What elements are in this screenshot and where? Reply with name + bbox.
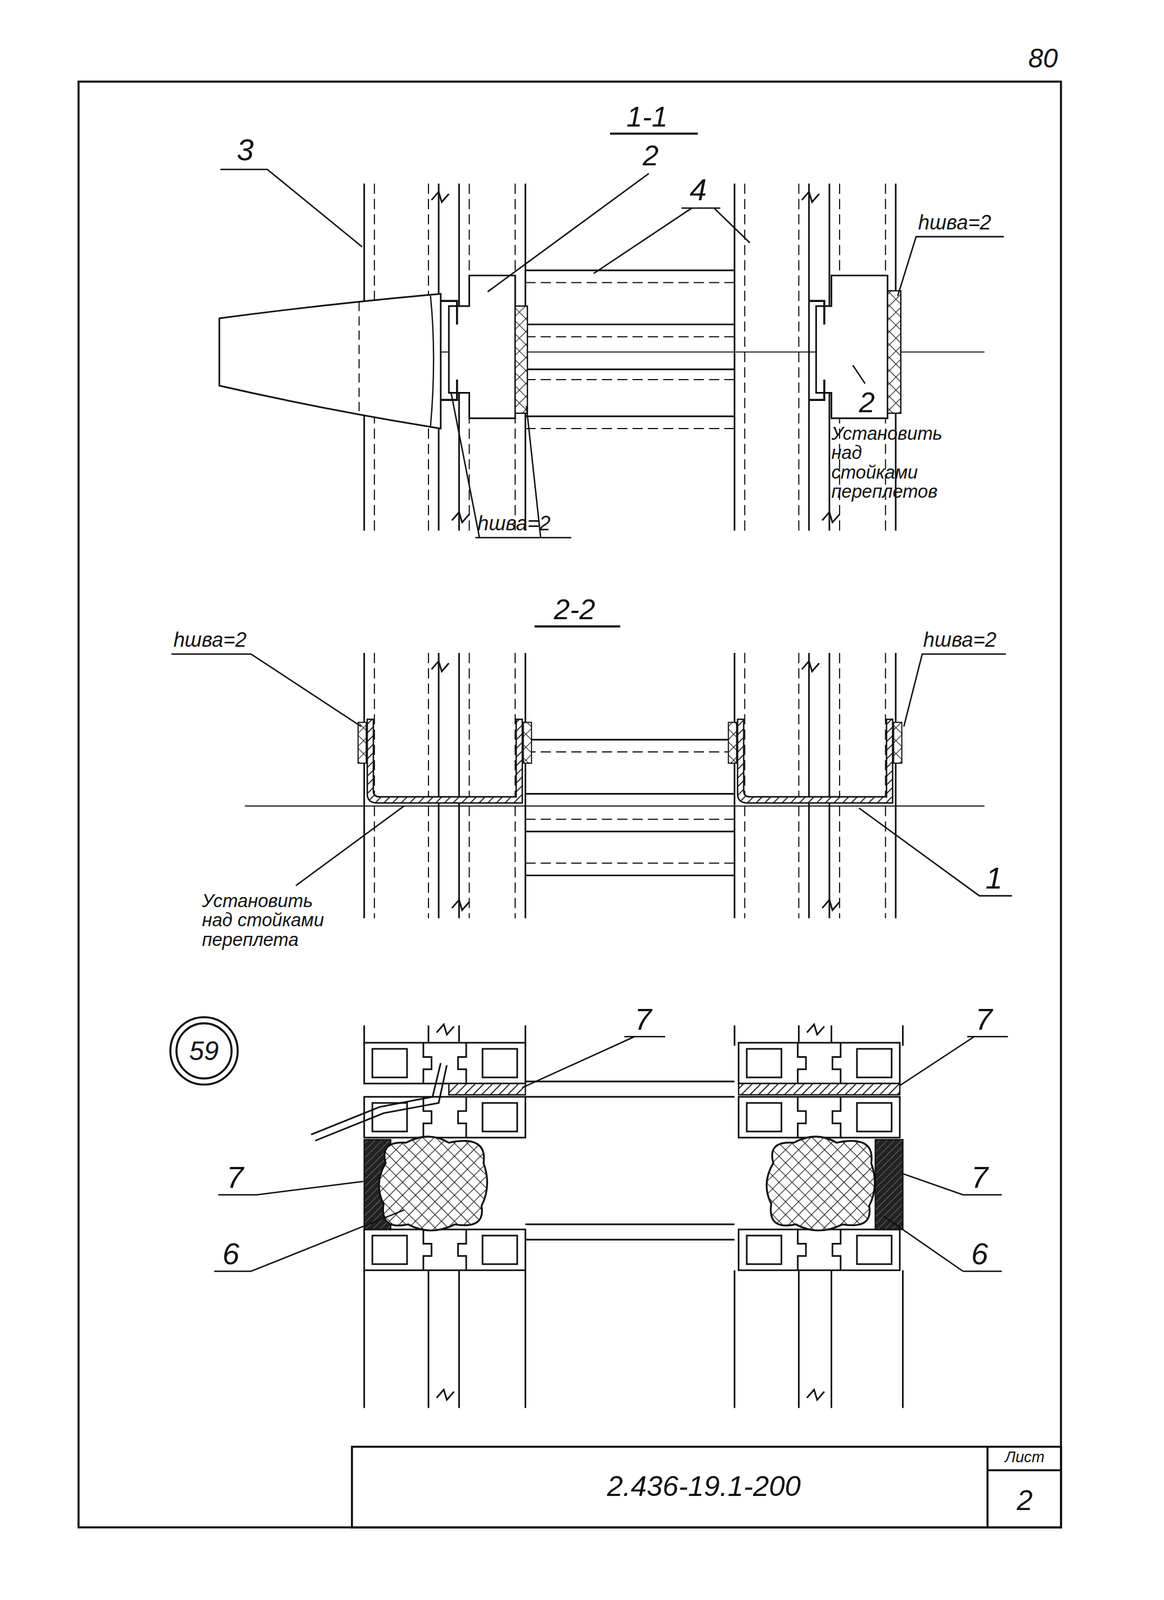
callout-number: 6 bbox=[971, 1237, 988, 1270]
install-note: Установить над стойками переплетов bbox=[831, 424, 953, 502]
callout-number: 7 bbox=[226, 1161, 244, 1194]
section-title: 1-1 bbox=[626, 101, 668, 132]
section-title: 2-2 bbox=[553, 594, 595, 625]
detail-marker: 59 bbox=[175, 1022, 233, 1080]
callout-number: 7 bbox=[971, 1161, 988, 1194]
callout-number: 2 bbox=[642, 140, 659, 171]
install-note: Установить над стойками переплета bbox=[201, 891, 330, 950]
weld-size: hшва=2 bbox=[477, 513, 551, 535]
callout-number: 3 bbox=[236, 133, 254, 166]
sheet-heading: Лист bbox=[988, 1446, 1062, 1472]
weld-size: hшва=2 bbox=[918, 211, 992, 234]
callout-number: 7 bbox=[634, 1002, 652, 1035]
weld-size: hшва=2 bbox=[923, 629, 997, 651]
callout-number: 6 bbox=[222, 1237, 239, 1270]
sheet-number: 2 bbox=[988, 1470, 1062, 1517]
weld-size: hшва=2 bbox=[173, 629, 247, 651]
detail-number: 59 bbox=[189, 1036, 219, 1066]
drawing-code: 2.436-19.1-200 bbox=[606, 1471, 801, 1503]
callout-number: 4 bbox=[689, 173, 707, 206]
callout-number: 2 bbox=[859, 387, 875, 418]
title-block: 2.436-19.1-200 Лист2 bbox=[352, 1446, 1062, 1528]
callout-number: 7 bbox=[975, 1002, 992, 1035]
sheet-cell: Лист2 bbox=[986, 1446, 1061, 1528]
page-number: 80 bbox=[1028, 44, 1058, 74]
callout-number: 1 bbox=[985, 862, 1003, 895]
